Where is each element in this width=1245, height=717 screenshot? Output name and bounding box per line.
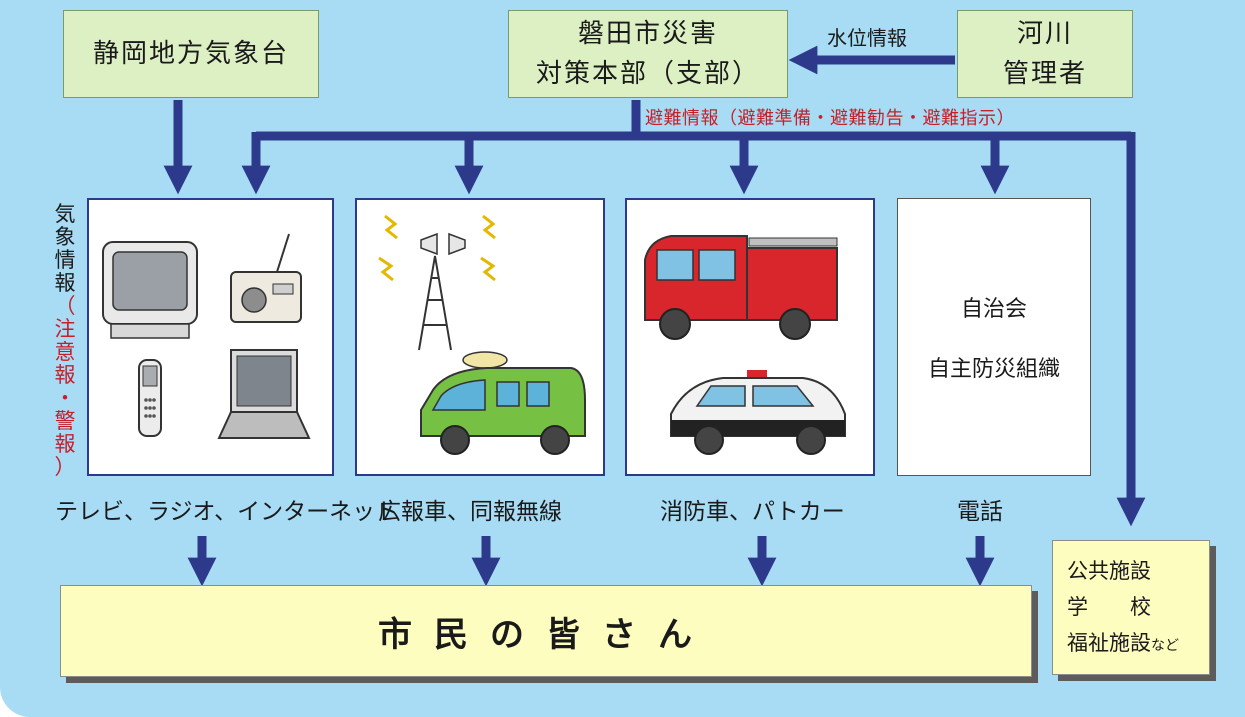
weather-info-title: 気象情報: [53, 203, 77, 295]
police-car-icon: [670, 370, 846, 455]
weather-info-sub-char: ）: [54, 455, 76, 479]
node-jma-label: 静岡地方気象台: [92, 39, 289, 69]
laptop-icon: [217, 349, 311, 439]
node-hq: 磐田市災害 対策本部（支部）: [508, 10, 788, 98]
pr-van-icon: [420, 351, 586, 455]
community-line-2: 自主防災組織: [927, 357, 1060, 382]
edge-label-evac-info: 避難情報（避難準備・避難勧告・避難指示）: [645, 108, 1015, 129]
public-facilities-line-2: 学 校: [1067, 595, 1151, 619]
radio-icon: [230, 233, 302, 323]
weather-info-sub-char: （: [54, 294, 76, 318]
panel-pr: [355, 198, 605, 476]
node-citizens: 市民の皆さん: [60, 585, 1032, 677]
node-hq-label: 磐田市災害 対策本部（支部）: [535, 19, 760, 89]
weather-info-title-char: 報: [54, 271, 76, 295]
weather-info-sub-char: 意: [54, 340, 76, 364]
public-facilities-line-3: 福祉施設など: [1067, 625, 1209, 664]
node-river: 河川 管理者: [957, 10, 1133, 98]
weather-info-title-char: 気: [54, 202, 76, 226]
node-public-facilities: 公共施設 学 校 福祉施設など: [1052, 540, 1210, 675]
panel-media: [87, 198, 334, 476]
weather-info-label: 気象情報 （注意報・警報）: [53, 203, 77, 479]
channel-label-fire-police: 消防車、パトカー: [660, 499, 845, 525]
panel-fire-police: [625, 198, 875, 476]
fire-truck-icon: [644, 235, 838, 340]
public-facilities-line-1: 公共施設: [1067, 559, 1151, 583]
fire-police-illustrations: [644, 235, 846, 455]
mobile-phone-icon: [138, 359, 162, 437]
public-facilities-line-3-text: 福祉施設: [1067, 631, 1151, 655]
panel-community: 自治会 自主防災組織: [897, 198, 1091, 476]
community-line-1: 自治会: [960, 297, 1027, 322]
channel-label-phone: 電話: [957, 499, 1003, 525]
weather-info-title-char: 象: [54, 225, 76, 249]
weather-info-sub-char: 報: [54, 432, 76, 456]
node-jma: 静岡地方気象台: [63, 10, 319, 98]
tv-icon: [102, 241, 198, 339]
weather-info-sub: （注意報・警報）: [53, 295, 77, 479]
weather-info-sub-char: 警: [54, 409, 76, 433]
weather-info-sub-char: 注: [54, 317, 76, 341]
node-citizens-label: 市民の皆さん: [378, 614, 714, 655]
weather-info-sub-char: 報: [54, 363, 76, 387]
weather-info-sub-char: ・: [54, 386, 76, 410]
node-river-label: 河川 管理者: [1002, 19, 1087, 89]
radio-tower-speaker-icon: [378, 214, 496, 351]
channel-label-pr: 広報車、同報無線: [378, 499, 562, 525]
public-facilities-suffix: など: [1151, 638, 1179, 654]
pr-illustrations: [378, 214, 586, 455]
channel-label-media: テレビ、ラジオ、インターネット: [55, 499, 399, 525]
weather-info-title-char: 情: [54, 248, 76, 272]
edge-label-water-info: 水位情報: [827, 26, 907, 50]
media-illustrations: [102, 233, 311, 439]
